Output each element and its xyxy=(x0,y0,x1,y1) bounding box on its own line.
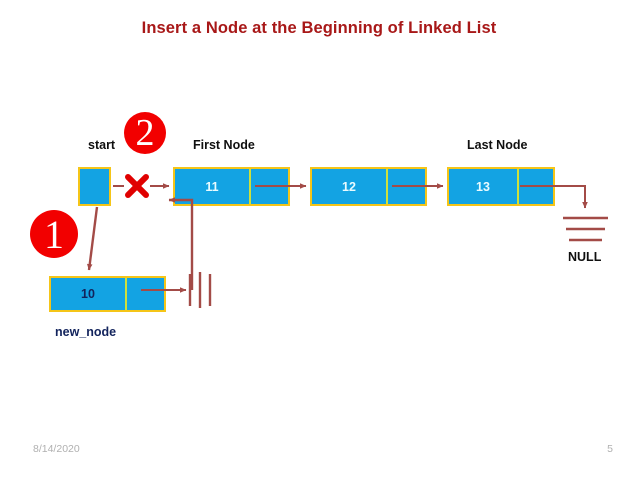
node-11-data: 11 xyxy=(175,169,249,204)
start-pointer-box xyxy=(78,167,111,206)
node-11: 11 xyxy=(173,167,290,206)
null-bars-icon xyxy=(188,272,212,308)
start-pointer-cell xyxy=(80,169,109,204)
cross-out-icon xyxy=(125,174,149,198)
node-12: 12 xyxy=(310,167,427,206)
label-null: NULL xyxy=(568,250,602,264)
footer-page-number: 5 xyxy=(607,443,613,455)
node-13-data: 13 xyxy=(449,169,517,204)
node-10-new: 10 xyxy=(49,276,166,312)
step-badge-2: 2 xyxy=(124,112,166,154)
page-title: Insert a Node at the Beginning of Linked… xyxy=(141,19,497,37)
label-first-node: First Node xyxy=(193,138,255,152)
step-badge-1: 1 xyxy=(30,210,78,258)
footer-date: 8/14/2020 xyxy=(33,443,80,455)
arrow-start-to-new-node xyxy=(86,206,99,271)
node-12-data: 12 xyxy=(312,169,386,204)
null-ground-icon xyxy=(563,216,608,242)
node-13: 13 xyxy=(447,167,555,206)
arrow-new-node-to-first xyxy=(168,197,194,290)
node-11-next xyxy=(249,169,288,204)
label-start: start xyxy=(88,138,116,152)
node-10-data: 10 xyxy=(51,278,125,310)
node-13-next xyxy=(517,169,553,204)
node-10-next xyxy=(125,278,164,310)
label-new-node: new_node xyxy=(55,325,117,339)
node-12-next xyxy=(386,169,425,204)
label-last-node: Last Node xyxy=(467,138,528,152)
